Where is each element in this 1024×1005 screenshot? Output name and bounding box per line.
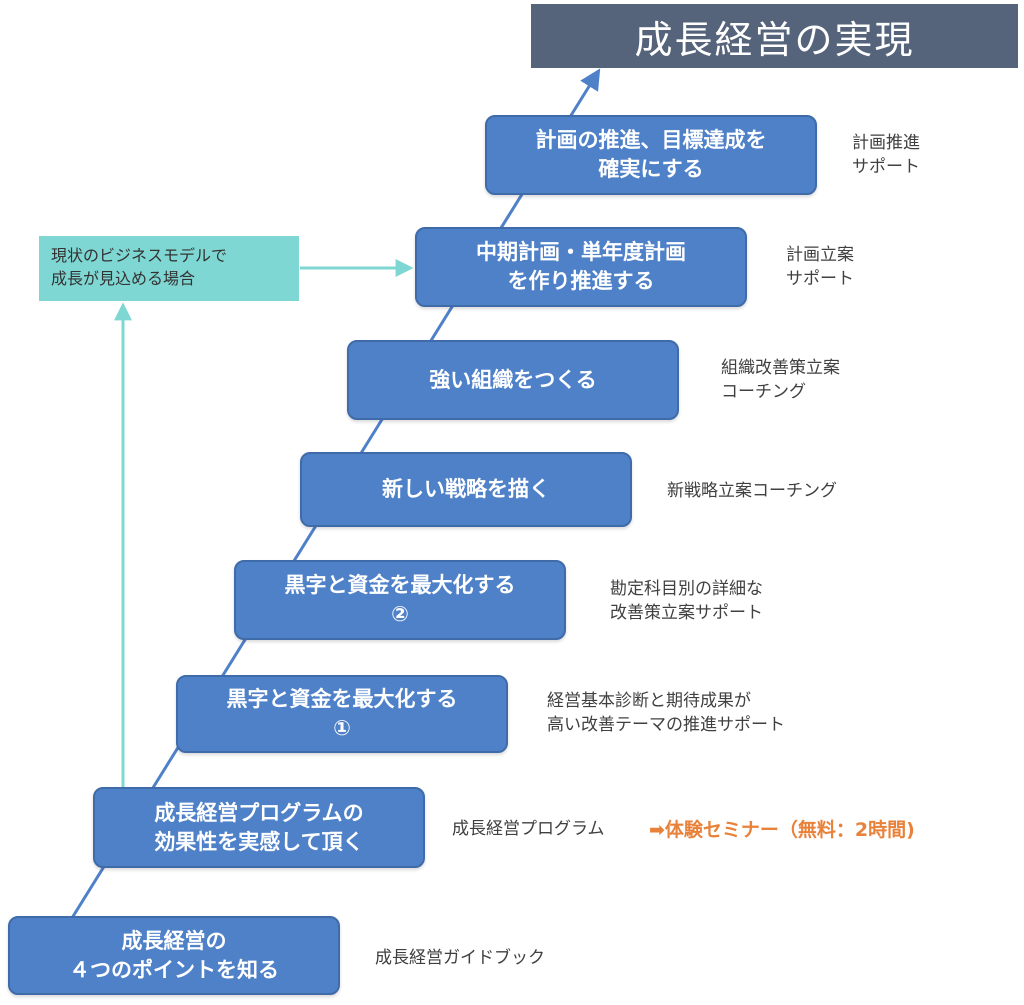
support-plan-execution: 計画推進 サポート — [852, 131, 920, 179]
step-label-line: ① — [333, 716, 351, 740]
step-label-line: 黒字と資金を最大化する — [284, 573, 516, 597]
callout-label-line: 成長が見込める場合 — [51, 269, 196, 288]
step-label-line: 中期計画・単年度計画 — [476, 240, 686, 264]
goal-title-banner: 成長経営の実現 — [531, 4, 1018, 68]
step-plan-execution: 計画の推進、目標達成を 確実にする — [485, 115, 817, 195]
support-label-line: 計画立案 — [786, 245, 854, 265]
support-label-line: 成長経営ガイドブック — [375, 948, 545, 968]
support-label-line: サポート — [786, 269, 854, 289]
support-four-points: 成長経営ガイドブック — [375, 946, 545, 970]
step-label-line: を作り推進する — [507, 269, 655, 293]
step-strong-organization: 強い組織をつくる — [347, 340, 679, 420]
step-midterm-plan: 中期計画・単年度計画 を作り推進する — [415, 227, 747, 307]
support-maximize-profit-1: 経営基本診断と期待成果が 高い改善テーマの推進サポート — [547, 689, 785, 737]
step-label-line: ② — [391, 602, 409, 626]
step-label-line: 確実にする — [598, 157, 704, 181]
step-label-line: 黒字と資金を最大化する — [226, 687, 458, 711]
support-label-line: 成長経営プログラム — [452, 819, 605, 839]
current-model-case-callout: 現状のビジネスモデルで 成長が見込める場合 — [39, 236, 299, 301]
step-maximize-profit-1: 黒字と資金を最大化する ① — [176, 675, 508, 753]
support-label-line: 経営基本診断と期待成果が — [547, 691, 751, 711]
support-label-line: コーチング — [721, 382, 806, 402]
trial-seminar-note: ➡体験セミナー（無料：2時間) — [649, 819, 915, 841]
step-label-line: 新しい戦略を描く — [382, 477, 550, 501]
support-maximize-profit-2: 勘定科目別の詳細な 改善策立案サポート — [610, 577, 763, 625]
step-label-line: 効果性を実感して頂く — [154, 829, 364, 854]
step-label-line: ４つのポイントを知る — [69, 957, 279, 982]
support-label-line: 計画推進 — [852, 133, 920, 153]
support-program-effect: 成長経営プログラム — [452, 817, 605, 841]
step-new-strategy: 新しい戦略を描く — [300, 452, 632, 527]
support-label-line: 勘定科目別の詳細な — [610, 579, 763, 599]
callout-label-line: 現状のビジネスモデルで — [51, 246, 228, 265]
support-label-line: 組織改善策立案 — [721, 358, 840, 378]
step-four-points: 成長経営の ４つのポイントを知る — [8, 916, 340, 995]
support-label-line: 改善策立案サポート — [610, 603, 763, 623]
support-label-line: 新戦略立案コーチング — [667, 481, 837, 501]
support-midterm-plan: 計画立案 サポート — [786, 243, 854, 291]
step-label-line: 成長経営プログラムの — [154, 800, 364, 825]
step-maximize-profit-2: 黒字と資金を最大化する ② — [234, 560, 566, 640]
support-label-line: 高い改善テーマの推進サポート — [547, 715, 785, 735]
support-strong-organization: 組織改善策立案 コーチング — [721, 356, 840, 404]
step-label-line: 強い組織をつくる — [429, 367, 597, 392]
step-label-line: 計画の推進、目標達成を — [535, 128, 767, 152]
step-program-effect: 成長経営プログラムの 効果性を実感して頂く — [93, 787, 425, 868]
support-new-strategy: 新戦略立案コーチング — [667, 479, 837, 503]
step-label-line: 成長経営の — [121, 928, 227, 953]
support-label-line: サポート — [852, 157, 920, 177]
